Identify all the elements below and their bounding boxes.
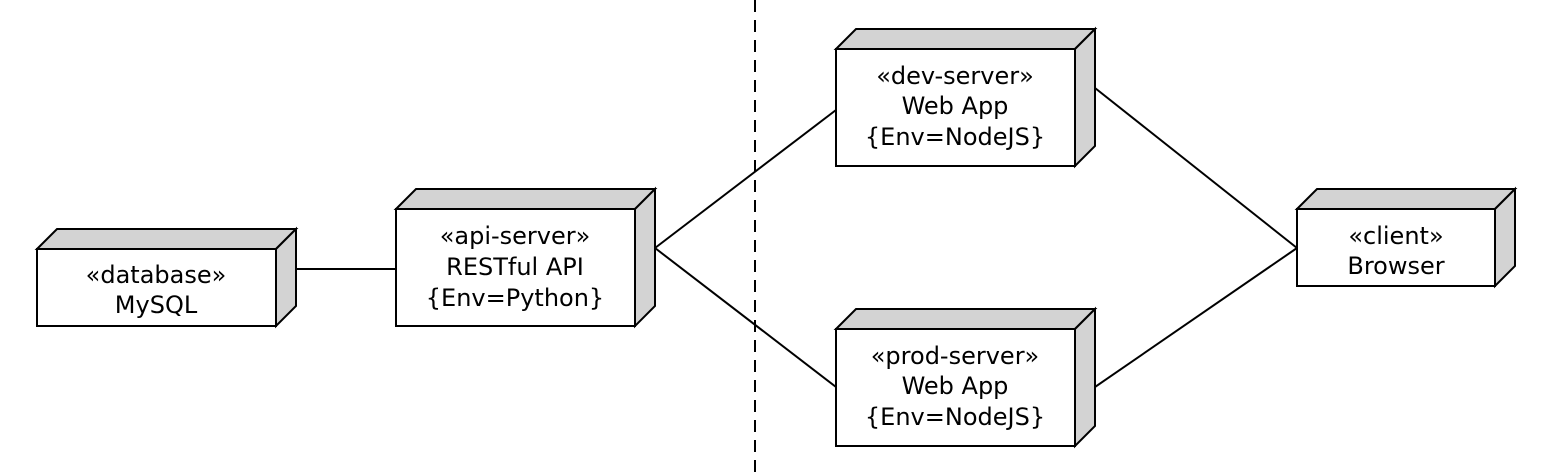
edge-api-prod xyxy=(654,247,837,388)
node-dev-server-name: Web App xyxy=(902,92,1009,120)
node-api-server-stereotype: «api-server» xyxy=(440,222,591,250)
edge-dev-client xyxy=(1094,87,1298,249)
node-database-name: MySQL xyxy=(115,291,198,319)
node-dev-server[interactable]: «dev-server» Web App {Env=NodeJS} xyxy=(833,26,1098,169)
node-client-stereotype: «client» xyxy=(1348,222,1443,250)
node-dev-server-tag: {Env=NodeJS} xyxy=(865,123,1045,151)
node-prod-server-tag: {Env=NodeJS} xyxy=(865,403,1045,431)
node-api-server-name: RESTful API xyxy=(446,253,584,281)
node-prod-server-top xyxy=(833,308,1098,330)
node-api-server-top xyxy=(393,188,658,210)
edge-prod-client xyxy=(1094,247,1298,388)
node-api-server-tag: {Env=Python} xyxy=(426,284,604,312)
node-dev-server-box xyxy=(835,48,1076,167)
node-dev-server-stereotype: «dev-server» xyxy=(876,62,1034,90)
node-database[interactable]: «database» MySQL xyxy=(34,226,299,329)
node-database-box xyxy=(36,248,277,327)
node-api-server-box xyxy=(395,208,636,327)
node-prod-server-box xyxy=(835,328,1076,447)
node-client-box xyxy=(1296,208,1496,287)
node-prod-server-stereotype: «prod-server» xyxy=(871,342,1040,370)
node-client[interactable]: «client» Browser xyxy=(1294,186,1518,289)
node-dev-server-top xyxy=(833,28,1098,50)
node-api-server-side xyxy=(634,186,656,329)
node-prod-server-side xyxy=(1074,306,1096,449)
node-client-name: Browser xyxy=(1347,252,1444,280)
node-prod-server[interactable]: «prod-server» Web App {Env=NodeJS} xyxy=(833,306,1098,449)
edge-api-dev xyxy=(654,109,837,249)
node-database-stereotype: «database» xyxy=(86,261,227,289)
node-api-server[interactable]: «api-server» RESTful API {Env=Python} xyxy=(393,186,658,329)
node-dev-server-side xyxy=(1074,26,1096,169)
node-client-top xyxy=(1294,188,1518,210)
node-database-top xyxy=(34,228,299,250)
node-prod-server-name: Web App xyxy=(902,372,1009,400)
